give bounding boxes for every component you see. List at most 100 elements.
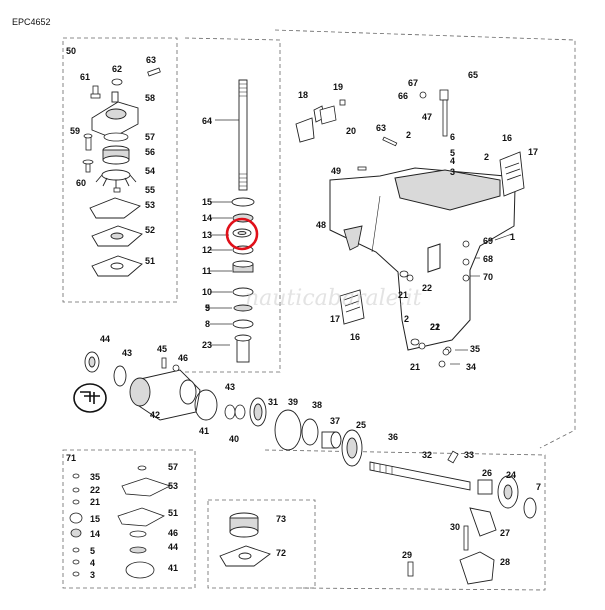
callout: 36 [388,432,398,442]
insert-57 [103,132,129,142]
plate-72 [219,545,271,567]
callout: 39 [288,397,298,407]
callout: 5 [90,546,95,556]
cup-73 [229,512,259,538]
callout: 41 [168,563,178,573]
plate-52 [91,225,143,247]
callout: 46 [168,528,178,538]
callout: 13 [202,230,212,240]
seal-tool-symbol [73,383,107,413]
pin-63 [382,136,398,147]
callout: 67 [408,78,418,88]
callout: 58 [145,93,155,103]
callout: 14 [90,529,100,539]
gear-24 [497,475,519,509]
callout: 52 [145,225,155,235]
watermark: nauticabarale.it [245,286,422,311]
callout: 53 [145,200,155,210]
callout: 34 [466,362,476,372]
callout: 3 [90,570,95,580]
callout: 43 [122,348,132,358]
callout: 22 [90,485,100,495]
callout: 63 [376,123,386,133]
screw-29 [407,561,414,577]
callout: 8 [205,319,210,329]
callout: 57 [145,132,155,142]
callout: 11 [202,266,212,276]
callout: 9 [205,303,210,313]
bushing-37 [321,431,342,449]
callout: 41 [199,426,209,436]
callout: 43 [225,382,235,392]
callout: 66 [398,91,408,101]
cover-16 [499,151,525,197]
pin-33 [447,450,459,464]
callout: 50 [66,46,76,56]
callout: 21 [410,362,420,372]
screw-19 [339,99,346,106]
callout: 44 [100,334,110,344]
callout: 42 [150,410,160,420]
box-water-pump-kit [62,37,178,303]
callout: 1 [510,232,515,242]
callout: 4 [90,558,95,568]
pump-housing-58 [91,91,139,139]
box-gearcase-outline [274,29,576,449]
washer-38 [301,418,319,446]
bearing-43 [113,365,127,387]
impeller-54 [95,169,137,188]
callout: 45 [157,344,167,354]
gear-25 [341,429,363,467]
callout: 44 [168,542,178,552]
plate-48 [343,225,363,251]
callout: 31 [268,397,278,407]
callout: 73 [276,514,286,524]
kit-71-parts [69,473,83,577]
callout: 48 [316,220,326,230]
callout: 20 [346,126,356,136]
callout: 29 [402,550,412,560]
bearing-housing-42 [129,369,201,421]
gasket-51 [91,255,143,277]
plugs-21-22 [399,240,470,368]
cover-16-lower [339,289,365,325]
callout: 30 [450,522,460,532]
callout: 59 [70,126,80,136]
callout: 15 [90,514,100,524]
callout: 35 [90,472,100,482]
callout: 27 [500,528,510,538]
callout: 65 [468,70,478,80]
callout: 28 [500,557,510,567]
clip-20 [319,105,337,125]
callout: 21 [398,290,408,300]
key-55 [113,187,121,193]
prop-shaft-36 [369,461,471,491]
callout: 33 [464,450,474,460]
callout: 40 [229,434,239,444]
callout: 49 [331,166,341,176]
callout: 5 [450,148,455,158]
callout: 68 [483,254,493,264]
callout: 22 [422,283,432,293]
callout: 60 [76,178,86,188]
clutch-26 [477,479,493,495]
callout: 26 [482,468,492,478]
callout: 25 [356,420,366,430]
callout: 23 [202,340,212,350]
callout: 57 [168,462,178,472]
callout: 17 [528,147,538,157]
seal-63-top [147,67,161,77]
callout: 2 [406,130,411,140]
callout: 16 [350,332,360,342]
grommet-65 [439,89,449,101]
callout: 6 [450,132,455,142]
retainer-31 [249,397,267,427]
callout: 22 [430,322,440,332]
callout: 4 [450,156,455,166]
callout: 21 [430,322,440,332]
seal-44 [84,351,100,373]
callout: 62 [112,64,122,74]
callout: 14 [202,213,212,223]
